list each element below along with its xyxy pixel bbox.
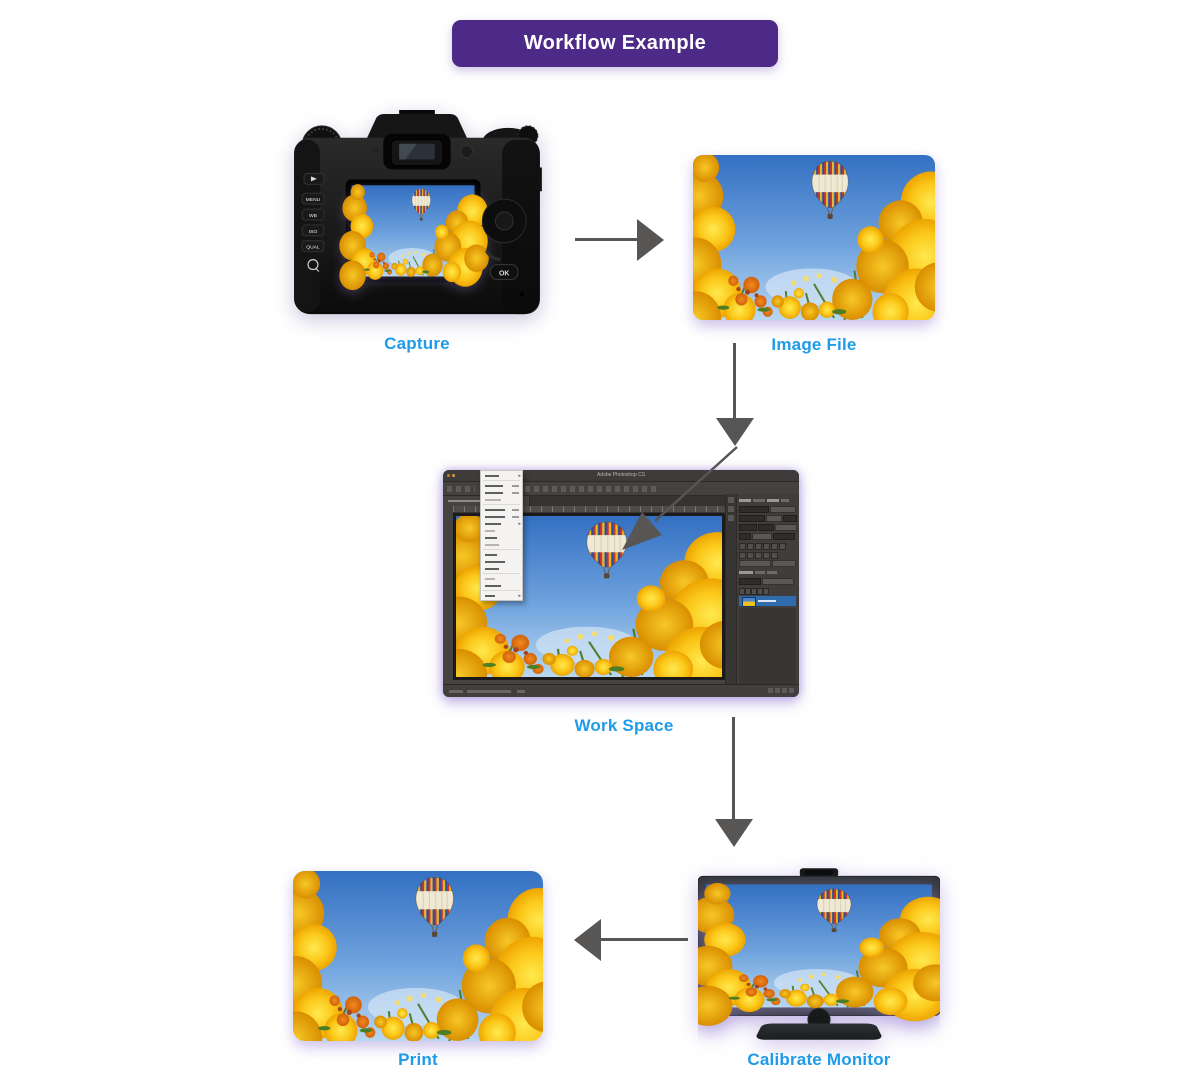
camera-ok-button [489,264,519,280]
calibrated-monitor-icon [697,868,941,1040]
window-dot-icon [447,474,450,477]
ps-ruler [453,506,724,513]
label-capture: Capture [384,334,450,353]
label-image-file: Image File [771,335,857,354]
print-photo [293,871,543,1041]
ps-open-dropdown-menu: ▸ ▸ ▸ [480,470,523,601]
wb-button-label: WB [309,213,318,219]
ps-window-title: Adobe Photoshop CS [596,472,646,478]
zoom-button-icon [307,259,319,271]
dslr-camera-icon: MENU WB ISO QUAL OK [294,110,542,315]
photoshop-workspace: Adobe Photoshop CS [443,470,799,697]
camera-lcd-image [339,184,488,290]
ps-panel-icon-strip [726,494,737,685]
camera-illustration: MENU WB ISO QUAL OK [288,110,546,330]
layer-thumbnail [742,597,756,607]
ps-status-bar [443,684,799,697]
arrow-into-canvas [622,446,738,550]
ps-selected-layer [739,596,796,607]
label-print: Print [398,1050,438,1069]
monitor-screen-image [698,883,940,1026]
iso-button-label: ISO [309,229,318,235]
label-calibrate-monitor: Calibrate Monitor [747,1050,891,1069]
image-file-photo [693,155,935,320]
playback-icon [310,176,317,182]
camera-strap-lug [531,167,542,192]
menu-button-label: MENU [306,197,321,203]
banner-title: Workflow Example [523,32,707,54]
qual-button-label: QUAL [306,245,320,251]
window-dot-icon [452,474,455,477]
ps-options-bar [443,482,799,496]
camera-left-buttons: MENU WB ISO QUAL [301,172,325,272]
monitor-illustration [697,866,941,1046]
label-work-space: Work Space [574,716,674,735]
monitor-base [756,1023,882,1040]
ok-button-label: OK [499,270,509,277]
banner: Workflow Example [452,20,778,67]
ps-right-panels [725,494,799,686]
